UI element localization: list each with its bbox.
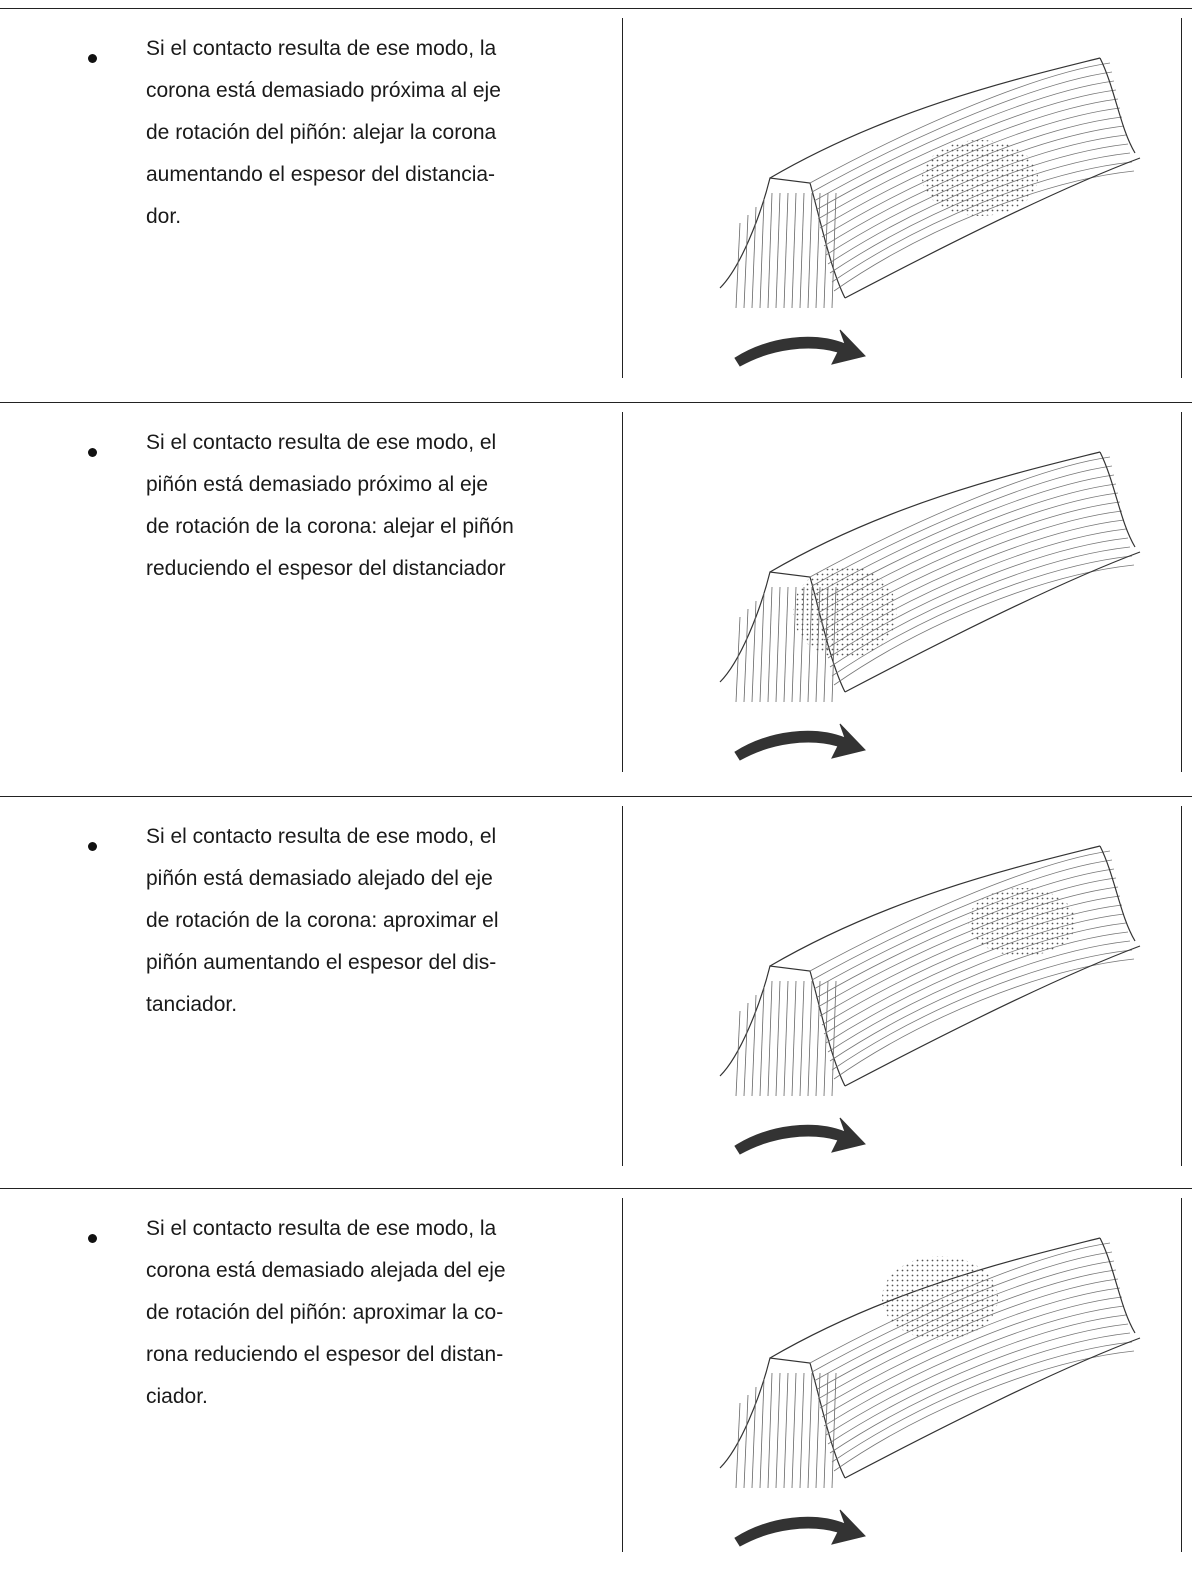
column-divider [1181,1198,1182,1552]
row-divider [0,1188,1192,1189]
instruction-text: Si el contacto resulta de ese modo, la c… [146,1217,506,1408]
row-divider [0,796,1192,797]
contact-patch [968,888,1076,956]
rotation-arrow-icon [734,329,866,367]
bullet-icon [88,1234,97,1243]
gear-tooth-svg [719,1237,1141,1547]
column-divider [622,1198,623,1552]
gear-tooth-contact-figure [640,18,1170,388]
gear-tooth-contact-figure [640,412,1170,782]
contact-patch [882,1256,998,1340]
gear-tooth-svg [719,451,1141,761]
instruction-text: Si el contacto resulta de ese modo, la c… [146,37,501,228]
column-divider [1181,18,1182,378]
column-divider [622,412,623,772]
list-item: Si el contacto resulta de ese modo, la c… [0,1188,1192,1578]
contact-patch [922,140,1038,216]
gear-tooth-svg [719,845,1141,1155]
gear-tooth-contact-figure [640,806,1170,1176]
instruction-text: Si el contacto resulta de ese modo, el p… [146,431,514,580]
rotation-arrow-icon [734,723,866,761]
row-divider [0,402,1192,403]
contact-patch [793,566,897,658]
column-divider [1181,806,1182,1166]
list-item: Si el contacto resulta de ese modo, el p… [0,402,1192,792]
rotation-arrow-icon [734,1509,866,1547]
list-item: Si el contacto resulta de ese modo, la c… [0,8,1192,398]
column-divider [1181,412,1182,772]
rotation-arrow-icon [734,1117,866,1155]
column-divider [622,806,623,1166]
list-item: Si el contacto resulta de ese modo, el p… [0,796,1192,1186]
gear-tooth-contact-figure [640,1198,1170,1568]
bullet-icon [88,842,97,851]
column-divider [622,18,623,378]
row-divider [0,8,1192,9]
gear-tooth-svg [719,57,1141,367]
bullet-icon [88,448,97,457]
bullet-icon [88,54,97,63]
instruction-text: Si el contacto resulta de ese modo, el p… [146,825,499,1016]
